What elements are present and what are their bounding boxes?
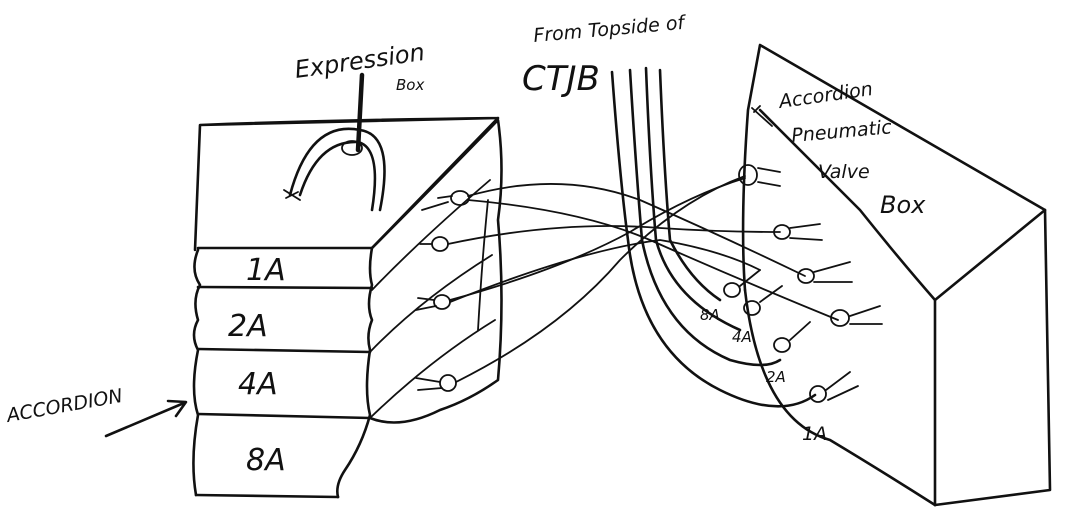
- valve-nipple-stubs: [739, 167, 883, 401]
- label-right-valve-8a: 8A: [700, 306, 720, 324]
- valve-nipple-2a: [773, 337, 791, 353]
- label-left-rank-1a: 1A: [246, 253, 286, 288]
- left-nipple-stubs: [415, 195, 453, 391]
- wire-f: [449, 239, 761, 303]
- crossing-wires: [447, 175, 839, 383]
- valve-box-front: [741, 43, 1052, 507]
- accordion-arrow: [104, 399, 188, 438]
- label-left-rank-4a: 4A: [238, 367, 278, 402]
- accordion-side-face: [368, 118, 503, 424]
- wire-d: [449, 177, 746, 301]
- ctjb-tube-1: [610, 70, 817, 408]
- label-right-valve-4a: 4A: [732, 328, 752, 346]
- valve-box-top-right: [933, 208, 1047, 302]
- accordion-front-bottom: [194, 493, 340, 499]
- label-valve-box-line2: Pneumatic: [791, 116, 894, 147]
- left-nipple-2: [431, 236, 449, 252]
- valve-nipple-4: [830, 309, 850, 327]
- label-from-topside-line1: From Topside of: [533, 12, 689, 47]
- valve-nipple-top: [738, 164, 758, 186]
- accordion-front-right-edge: [336, 246, 374, 499]
- label-right-valve-2a: 2A: [766, 368, 786, 386]
- accordion-box: [192, 116, 503, 499]
- wire-b: [467, 199, 839, 321]
- wire-c: [447, 225, 781, 245]
- accordion-top-face: [193, 116, 500, 252]
- label-accordion: ACCORDION: [3, 385, 124, 427]
- wire-a: [467, 183, 806, 277]
- valve-nipple-3: [797, 268, 815, 284]
- left-nipple-1: [450, 190, 470, 206]
- left-nipple-3: [433, 294, 451, 310]
- label-valve-box-line4: Box: [880, 191, 926, 219]
- label-valve-box-line3: Valve: [818, 161, 870, 183]
- rank-divider-1: [196, 285, 374, 290]
- rank-divider-2: [196, 347, 372, 354]
- ctjb-tube-2: [628, 68, 782, 367]
- valve-box: [741, 43, 1052, 507]
- valve-box-pointer: [751, 105, 773, 127]
- expression-hose: [288, 127, 386, 212]
- expression-box-linkage: [283, 72, 386, 212]
- hose-end-left: [283, 189, 301, 201]
- valve-nipple-4a: [743, 300, 761, 316]
- label-from-topside-line2: CTJB: [522, 59, 600, 99]
- valve-nipple-2: [773, 224, 791, 240]
- label-expression-box-line2: Box: [396, 76, 424, 94]
- label-right-valve-1a: 1A: [802, 423, 827, 445]
- valve-nipple-8a: [723, 282, 741, 298]
- wire-e: [455, 175, 746, 383]
- expression-connector: [341, 140, 363, 156]
- rank-divider-3: [196, 412, 372, 420]
- label-left-rank-2a: 2A: [228, 309, 268, 344]
- valve-nipple-1a: [809, 385, 827, 403]
- accordion-side-crease: [477, 199, 489, 331]
- label-left-rank-8a: 8A: [246, 443, 286, 478]
- left-nipple-4: [439, 374, 457, 392]
- valve-box-inner-edge: [758, 108, 937, 507]
- valve-nipples: [723, 164, 883, 403]
- ctjb-tube-4: [658, 68, 722, 302]
- expression-rod: [355, 72, 365, 153]
- accordion-front-left-edge: [192, 248, 202, 497]
- valve-box-front-lower: [743, 288, 937, 507]
